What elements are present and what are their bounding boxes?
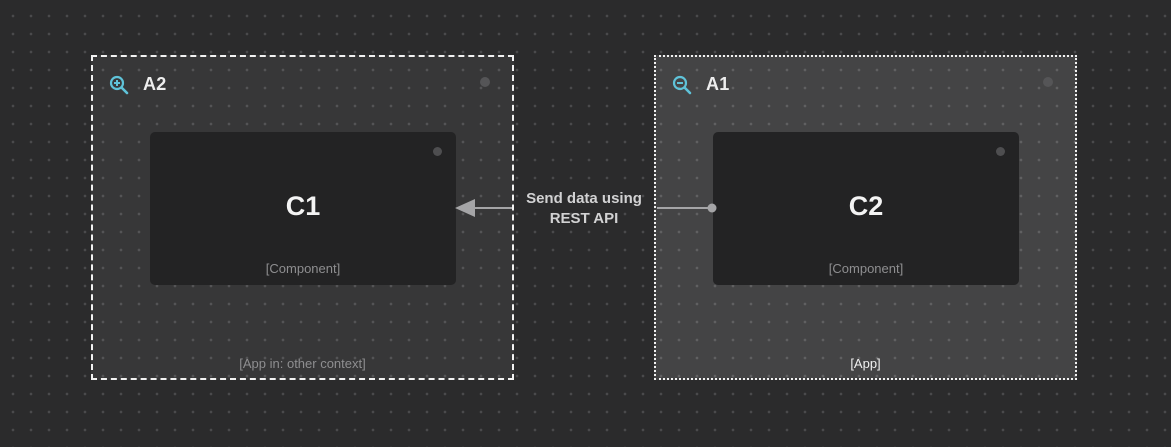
- component-type-label: [Component]: [265, 261, 341, 276]
- edge-label-line: REST API: [549, 210, 619, 227]
- component-title: C2: [848, 191, 884, 221]
- component-c1[interactable]: C1 [Component]: [150, 132, 456, 285]
- status-dot: [996, 147, 1005, 156]
- group-title: A2: [143, 74, 167, 94]
- group-type-label: [App]: [850, 356, 881, 371]
- group-header: A2: [109, 74, 167, 95]
- status-dot: [433, 147, 442, 156]
- component-c2[interactable]: C2 [Component]: [713, 132, 1019, 285]
- group-header: A1: [672, 74, 730, 95]
- edge-start-dot: [707, 203, 717, 213]
- zoom-in-icon[interactable]: [109, 75, 129, 95]
- component-title: C1: [285, 191, 321, 221]
- group-title: A1: [706, 74, 730, 94]
- group-type-label: [App in: other context]: [239, 356, 366, 371]
- status-dot: [1043, 77, 1053, 87]
- status-dot: [480, 77, 490, 87]
- arrowhead-icon: [455, 199, 475, 217]
- group-a2[interactable]: A2 C1 [Component] [App in: other context…: [91, 55, 514, 380]
- zoom-out-icon[interactable]: [672, 75, 692, 95]
- edge-label-line: Send data using: [526, 190, 642, 207]
- group-a1[interactable]: A1 C2 [Component] [App]: [654, 55, 1077, 380]
- component-type-label: [Component]: [828, 261, 904, 276]
- edge-label[interactable]: Send data using REST API: [511, 189, 657, 229]
